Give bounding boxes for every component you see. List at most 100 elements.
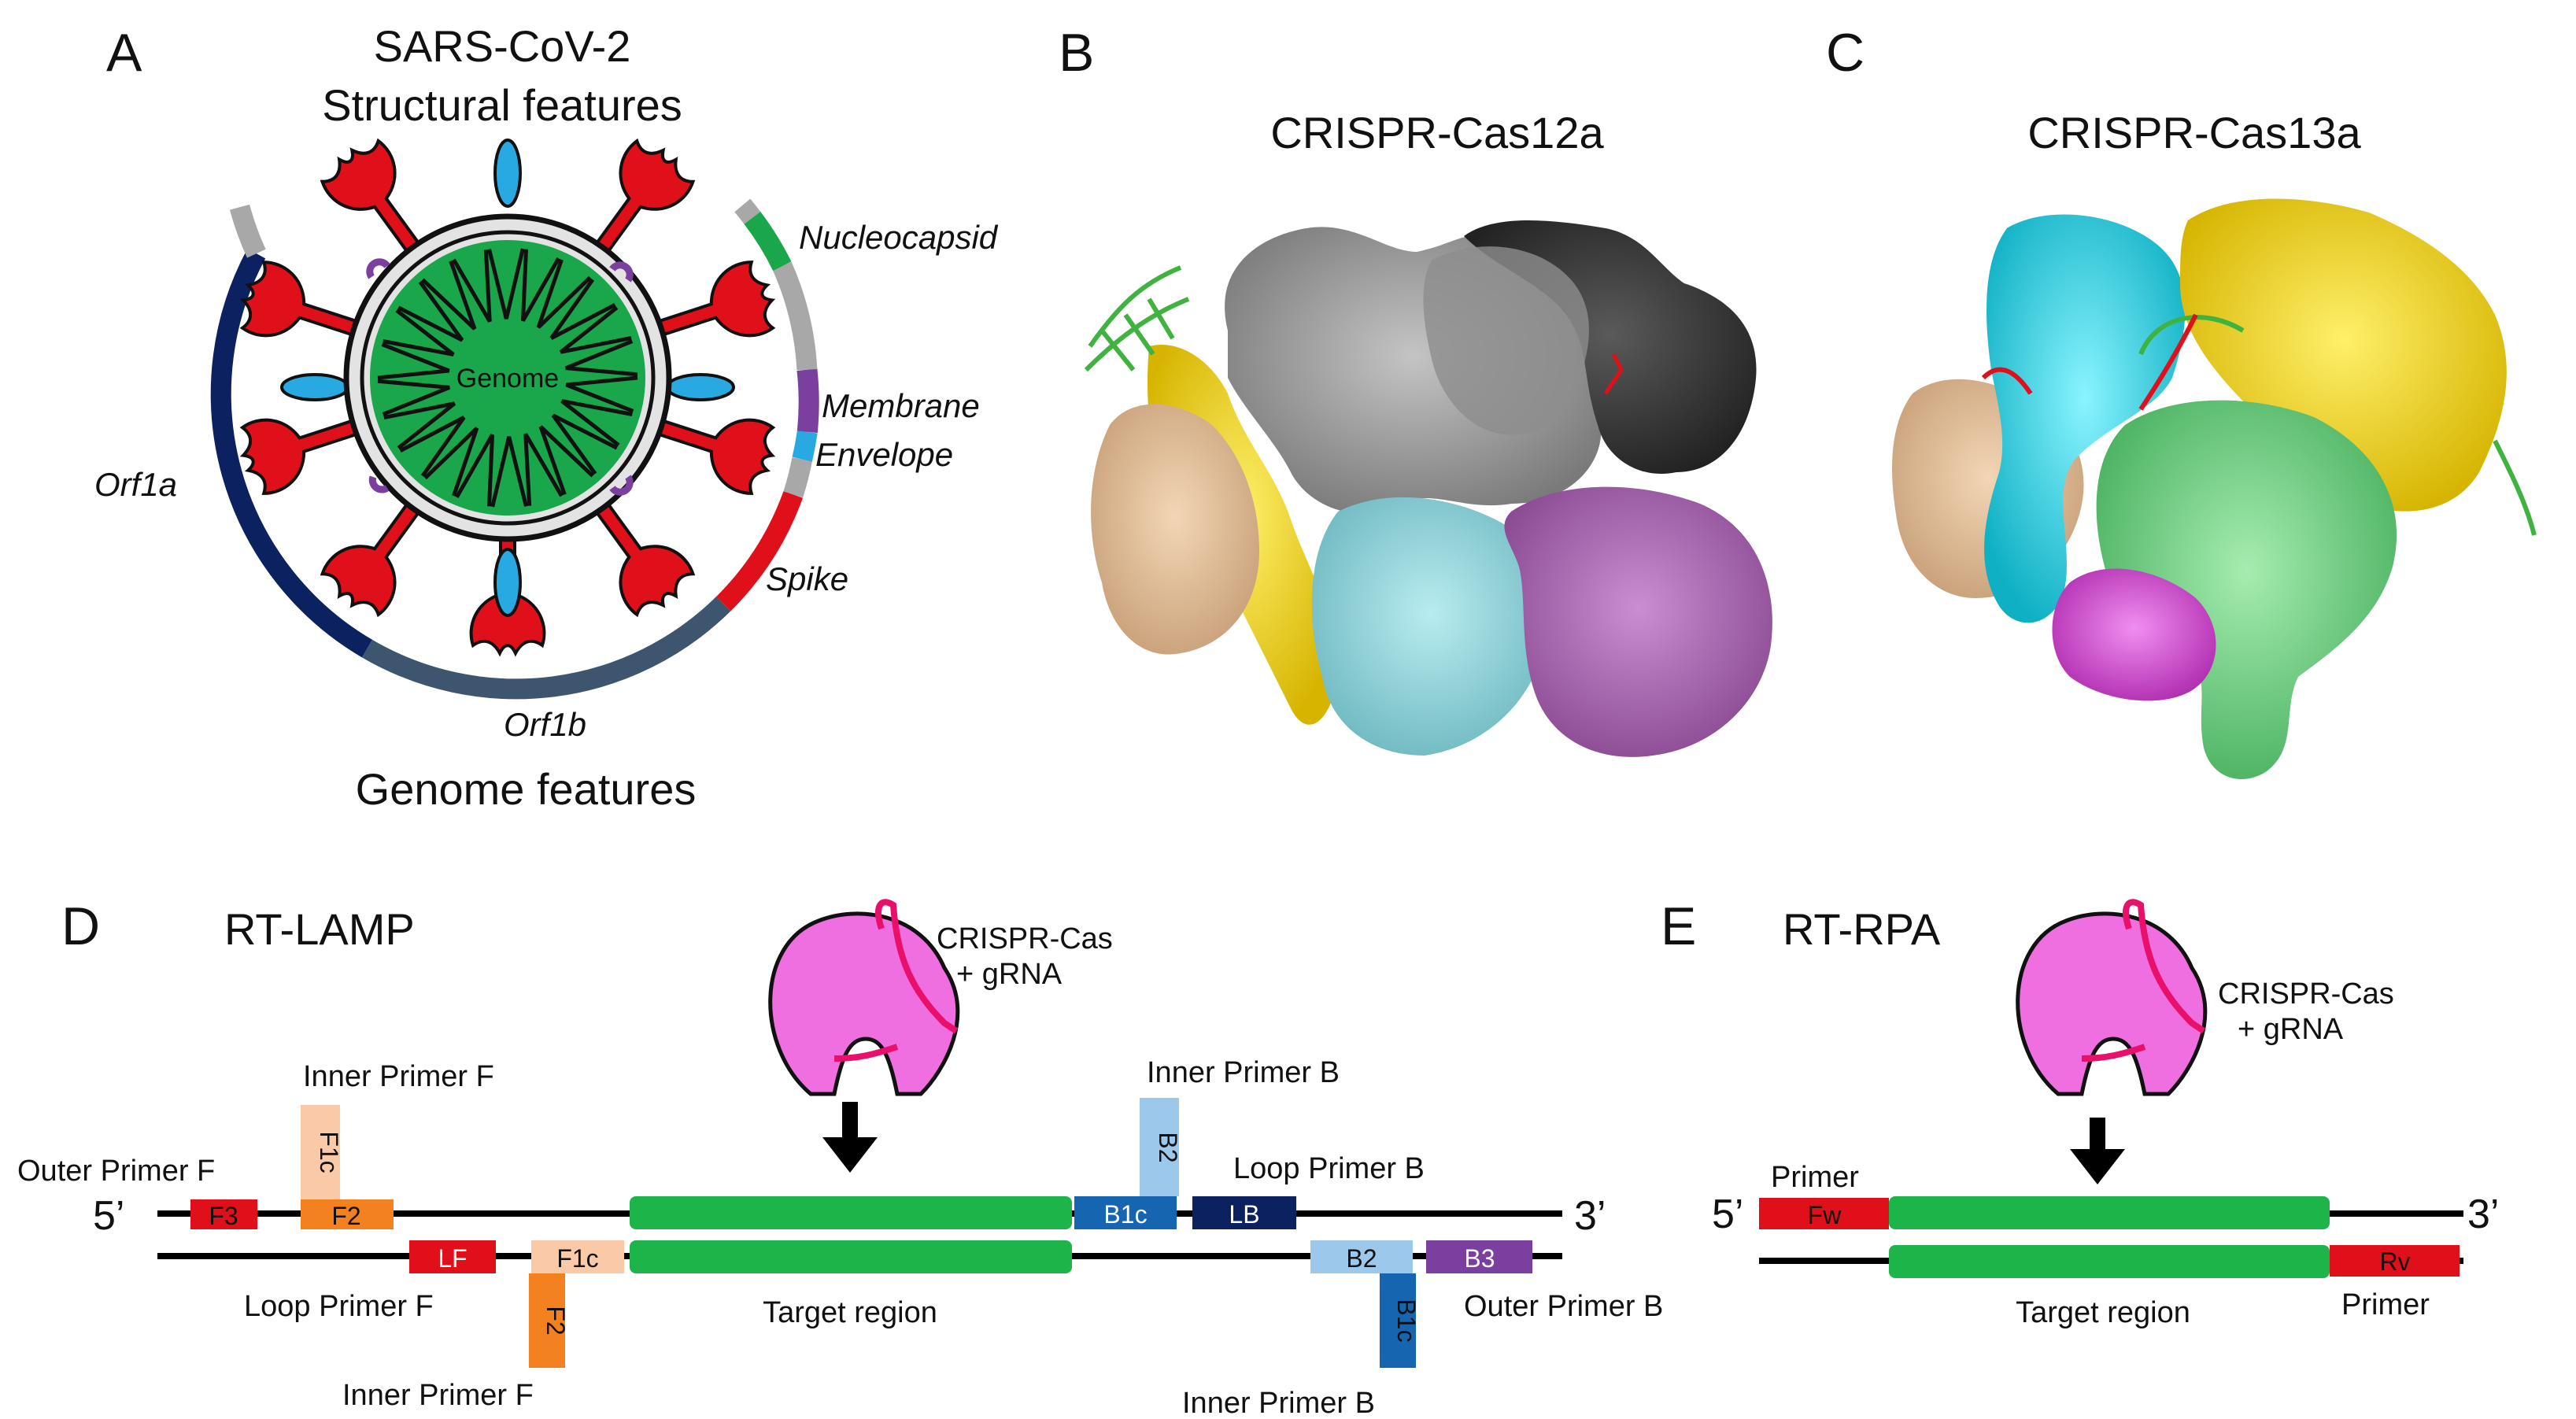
membrane-proteins bbox=[366, 258, 634, 496]
target-region-top-d bbox=[630, 1196, 1072, 1229]
f1c-box-vertical: F1c bbox=[315, 1131, 343, 1173]
genome-ray bbox=[559, 305, 632, 354]
panel-a: A SARS-CoV-2 Structural features bbox=[94, 21, 999, 814]
panel-c-letter: C bbox=[1826, 23, 1865, 83]
cas12a-red-strand bbox=[1603, 353, 1624, 395]
panel-d-letter: D bbox=[61, 896, 100, 956]
cas13a-magenta-domain bbox=[2052, 568, 2216, 701]
target-region-bottom-d bbox=[630, 1240, 1072, 1273]
target-region-label-e: Target region bbox=[2016, 1296, 2190, 1329]
three-prime-d: 3’ bbox=[1574, 1193, 1606, 1239]
primer-top-label: Primer bbox=[1771, 1161, 1859, 1194]
panel-e-letter: E bbox=[1661, 896, 1696, 956]
genome-label: Genome bbox=[456, 364, 559, 394]
panel-a-title-line1: SARS-CoV-2 bbox=[374, 21, 631, 71]
inner-primer-b-top-label: Inner Primer B bbox=[1147, 1056, 1340, 1089]
b2-box-vertical: B2 bbox=[1154, 1132, 1182, 1162]
genome-ray bbox=[383, 309, 455, 357]
b3-box: B3 bbox=[1464, 1244, 1495, 1273]
panel-d-title: RT-LAMP bbox=[224, 904, 415, 954]
cas13a-structure bbox=[1892, 198, 2537, 779]
five-prime-d: 5’ bbox=[93, 1193, 124, 1239]
f3-box: F3 bbox=[209, 1202, 238, 1230]
target-region-label-d: Target region bbox=[763, 1296, 937, 1329]
panel-a-footer: Genome features bbox=[356, 764, 697, 814]
panel-d-enzyme-line1: CRISPR-Cas bbox=[937, 922, 1113, 955]
genome-ray bbox=[421, 260, 477, 331]
virion-inner-ring bbox=[360, 230, 656, 526]
genome-ray bbox=[397, 280, 464, 342]
orf1b-arc bbox=[361, 597, 731, 700]
genome-ray bbox=[452, 249, 492, 323]
primer-bottom-label: Primer bbox=[2341, 1288, 2430, 1321]
f1c-box-bottom: F1c bbox=[556, 1244, 598, 1273]
inner-primer-b-bottom-label: Inner Primer B bbox=[1182, 1387, 1375, 1419]
orf-gray-arc-left bbox=[229, 204, 266, 258]
cas-enzyme-e bbox=[2016, 899, 2208, 1096]
panel-e-title: RT-RPA bbox=[1783, 904, 1941, 954]
cas12a-tan-domain bbox=[1091, 404, 1259, 655]
cas13a-green-domain bbox=[2096, 400, 2397, 779]
cas12a-aqua-domain bbox=[1311, 497, 1549, 756]
genome-center bbox=[453, 323, 563, 433]
f2-box-vertical: F2 bbox=[541, 1306, 570, 1335]
lb-box: LB bbox=[1229, 1200, 1259, 1229]
loop-primer-f-label: Loop Primer F bbox=[244, 1290, 434, 1323]
genome-ray bbox=[520, 249, 560, 322]
cas13a-yellow-domain bbox=[2180, 198, 2507, 512]
nucleocapsid-label: Nucleocapsid bbox=[799, 219, 999, 256]
fw-box: Fw bbox=[1808, 1201, 1842, 1229]
cas12a-midgray-domain bbox=[1423, 246, 1589, 435]
genome-ray bbox=[490, 436, 528, 508]
three-prime-e: 3’ bbox=[2467, 1192, 2499, 1237]
down-arrow-e bbox=[2070, 1118, 2125, 1184]
panel-a-title-line2: Structural features bbox=[322, 80, 682, 130]
down-arrow-d bbox=[822, 1102, 878, 1173]
orf1a-label: Orf1a bbox=[94, 466, 177, 503]
membrane-label: Membrane bbox=[822, 387, 980, 424]
panel-e-enzyme-line2: + gRNA bbox=[2238, 1013, 2344, 1046]
orf-gray-arc-2 bbox=[772, 261, 818, 371]
panel-e-enzyme-line1: CRISPR-Cas bbox=[2218, 977, 2394, 1011]
genome-ray bbox=[383, 401, 456, 450]
panel-a-letter: A bbox=[106, 23, 142, 83]
outer-primer-b-label: Outer Primer B bbox=[1464, 1290, 1663, 1323]
panel-b-letter: B bbox=[1059, 23, 1094, 83]
nucleocapsid-arc bbox=[744, 211, 792, 272]
f2-box: F2 bbox=[331, 1202, 360, 1230]
genome-ray bbox=[560, 399, 633, 447]
b1c-box-vertical: B1c bbox=[1392, 1299, 1421, 1342]
genome-ray bbox=[377, 379, 450, 416]
inner-primer-f-top-label: Inner Primer F bbox=[303, 1060, 494, 1093]
genome-arc bbox=[210, 198, 819, 700]
genome-ray bbox=[377, 342, 450, 380]
genome-ray bbox=[551, 413, 618, 475]
spike-arc bbox=[715, 490, 804, 612]
envelope-proteins bbox=[280, 139, 735, 617]
inner-primer-f-bottom-label: Inner Primer F bbox=[342, 1379, 534, 1412]
genome-ray bbox=[399, 416, 466, 478]
genome-rays bbox=[377, 248, 638, 508]
genome-ray bbox=[565, 339, 638, 377]
genome-ray bbox=[523, 433, 564, 506]
panel-d-enzyme-line2: + gRNA bbox=[956, 958, 1063, 991]
orf1a-arc bbox=[210, 249, 373, 658]
panel-c-title: CRISPR-Cas13a bbox=[2027, 108, 2361, 157]
cas12a-structure bbox=[1084, 220, 1772, 757]
genome-ray bbox=[536, 259, 592, 329]
panel-d: D RT-LAMP CRISPR-Cas + gRNA 5’ 3’ Target… bbox=[17, 896, 1663, 1419]
cas-enzyme-d bbox=[768, 899, 960, 1096]
panel-b: B CRISPR-Cas12a bbox=[1059, 23, 1772, 757]
target-region-top-e bbox=[1889, 1196, 2330, 1229]
outer-primer-f-label: Outer Primer F bbox=[17, 1155, 215, 1188]
target-region-bottom-e bbox=[1889, 1245, 2330, 1278]
envelope-label: Envelope bbox=[815, 436, 953, 473]
cas12a-nucleic-acid bbox=[1084, 265, 1190, 372]
cas13a-nucleic-acid bbox=[1981, 313, 2537, 536]
lf-box: LF bbox=[438, 1244, 467, 1273]
panel-b-title: CRISPR-Cas12a bbox=[1270, 108, 1604, 157]
b2-box-bottom: B2 bbox=[1346, 1244, 1377, 1273]
loop-primer-b-label: Loop Primer B bbox=[1233, 1152, 1425, 1185]
genome-ray bbox=[487, 248, 525, 320]
